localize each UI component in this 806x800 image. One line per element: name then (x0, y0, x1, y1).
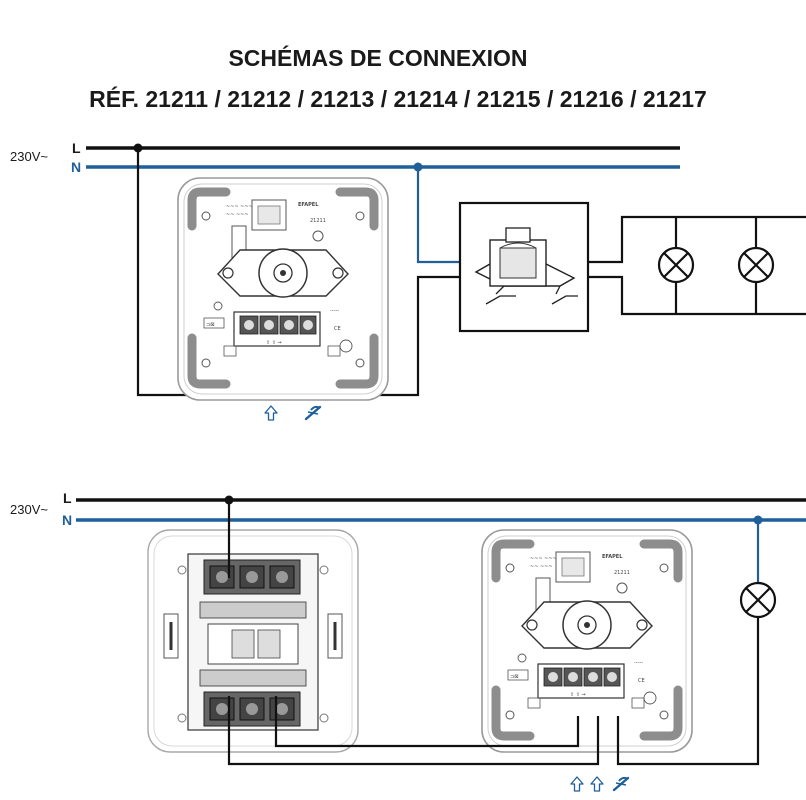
transformer-output-wire-top (588, 215, 806, 264)
diagram-1: 230V~ L N (10, 140, 806, 421)
phase-label: L (63, 490, 72, 506)
neutral-label: N (62, 512, 72, 528)
push-switch-mechanism (146, 528, 360, 754)
reference-list: RÉF. 21211 / 21212 / 21213 / 21214 / 212… (89, 85, 707, 112)
dimmer-to-lamp-wire (616, 617, 760, 766)
phase-label: L (72, 140, 81, 156)
dimmer-mechanism (178, 178, 388, 400)
dimmer-output-icon (304, 405, 322, 421)
lamp-icon (739, 581, 777, 619)
transformer-output-wire-bottom (588, 275, 806, 316)
diagram-2: 230V~ L N (10, 490, 806, 792)
input-arrow-icon (264, 405, 278, 421)
dimmer-output-icon (612, 776, 630, 792)
neutral-to-transformer-wire (416, 167, 460, 264)
lamp-icon (657, 246, 695, 284)
neutral-label: N (71, 159, 81, 175)
input-arrow-icon (570, 776, 584, 792)
supply-voltage-label: 230V~ (10, 502, 48, 517)
switch-to-dimmer-wire-1 (274, 696, 580, 748)
lamp-icon (737, 246, 775, 284)
switch-to-dimmer-wire-2 (227, 696, 600, 766)
transformer-icon (474, 227, 578, 305)
supply-voltage-label: 230V~ (10, 149, 48, 164)
dimmer-mechanism (482, 530, 692, 752)
input-arrow-icon (590, 776, 604, 792)
page-title: SCHÉMAS DE CONNEXION (228, 44, 527, 71)
